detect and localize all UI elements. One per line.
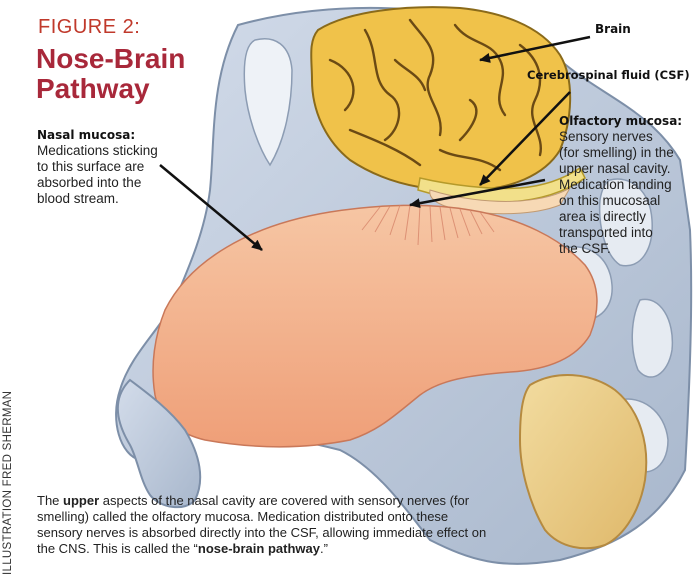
figure-caption: The upper aspects of the nasal cavity ar… <box>37 493 497 557</box>
figure-title-line1: Nose-Brain <box>36 44 185 74</box>
nasal-mucosa-title: Nasal mucosa: <box>37 128 177 142</box>
brain-label: Brain <box>595 22 631 36</box>
figure-title-line2: Pathway <box>36 74 185 104</box>
olfactory-line: Medication landing <box>559 177 689 193</box>
nasal-line: Medications sticking <box>37 143 177 159</box>
nasal-line: to this surface are <box>37 159 177 175</box>
figure-number: FIGURE 2: <box>38 16 140 39</box>
caption-text: .” <box>320 541 328 556</box>
nasal-mucosa-block: Nasal mucosa: Medications sticking to th… <box>37 128 177 207</box>
olfactory-line: Sensory nerves <box>559 129 689 145</box>
olfactory-line: upper nasal cavity. <box>559 161 689 177</box>
csf-label: Cerebrospinal fluid (CSF) <box>527 68 690 82</box>
caption-bold-pathway: nose-brain pathway <box>198 541 320 556</box>
olfactory-line: the CSF. <box>559 241 689 257</box>
figure-title: Nose-Brain Pathway <box>36 44 185 104</box>
caption-text: The <box>37 493 63 508</box>
olfactory-line: area is directly <box>559 209 689 225</box>
olfactory-mucosa-block: Olfactory mucosa: Sensory nerves (for sm… <box>559 114 689 257</box>
caption-bold-upper: upper <box>63 493 99 508</box>
nasal-line: absorbed into the <box>37 175 177 191</box>
olfactory-line: on this mucosaal <box>559 193 689 209</box>
olfactory-line: transported into <box>559 225 689 241</box>
illustration-credit: ILLUSTRATION FRED SHERMAN <box>2 445 18 575</box>
nasal-line: blood stream. <box>37 191 177 207</box>
olfactory-line: (for smelling) in the <box>559 145 689 161</box>
olfactory-mucosa-title: Olfactory mucosa: <box>559 114 689 128</box>
